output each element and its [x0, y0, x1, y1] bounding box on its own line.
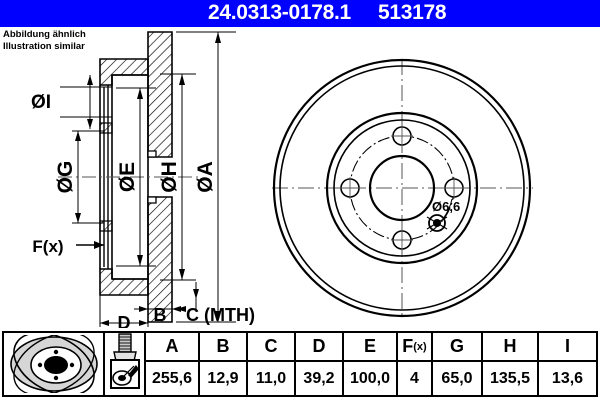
dimension-dia-g: ØG [54, 130, 104, 224]
table-column-fx: F(x) 4 [398, 333, 433, 395]
reference-number: 513178 [378, 1, 447, 24]
face-view: Ø6,6 [272, 58, 533, 318]
label-dim-c: C (MTH) [186, 305, 255, 325]
hole-callout-6-6: Ø6,6 [426, 198, 460, 232]
label-dim-b: B [154, 305, 167, 325]
label-dia-g: ØG [54, 161, 77, 194]
table-column-h: H 135,5 [483, 333, 539, 395]
column-value: 13,6 [551, 369, 584, 387]
dimension-d: D [99, 295, 149, 328]
column-value: 255,6 [151, 369, 193, 387]
column-header: D [296, 333, 342, 362]
column-value: 39,2 [303, 369, 335, 387]
part-number: 24.0313-0178.1 [208, 1, 351, 24]
table-column-d: D 39,2 [296, 333, 344, 395]
bolt-hole [443, 177, 465, 199]
label-dia-e: ØE [116, 162, 139, 192]
bolt-holes [339, 125, 465, 251]
column-header-subscript: (x) [413, 340, 427, 353]
disclaimer-line-german: Abbildung ähnlich [3, 29, 86, 40]
table-column-e: E 100,0 [344, 333, 398, 395]
disclaimer-line-english: Illustration similar [3, 40, 85, 52]
callout-f-x: F(x) [32, 237, 104, 256]
table-column-i: I 13,6 [539, 333, 596, 395]
cross-section-view: ØI ØG F(x) [31, 31, 255, 328]
dimension-dia-h: ØH [158, 73, 196, 281]
disc-tool-icon [110, 359, 140, 389]
label-f-x: F(x) [32, 237, 63, 256]
label-dia-i: ØI [31, 92, 51, 113]
label-dia-a: ØA [194, 161, 217, 193]
specification-table: A 255,6 B 12,9 C 11,0 D 39,2 E 100,0 F(x… [2, 331, 598, 397]
technical-drawing-svg: ØI ØG F(x) [31, 31, 533, 328]
brake-disc-icon [10, 335, 98, 393]
column-header: G [433, 333, 481, 362]
column-header: H [483, 333, 537, 362]
table-column-c: C 11,0 [248, 333, 296, 395]
column-value: 135,5 [489, 369, 531, 387]
hat-outer-circle [325, 111, 479, 265]
column-value: 12,9 [207, 369, 239, 387]
bolt-hole [391, 125, 413, 147]
disclaimer-text: Abbildung ähnlich Illustration similar [3, 29, 86, 52]
column-header-fx: F(x) [398, 333, 431, 362]
column-value: 65,0 [441, 369, 473, 387]
label-hole-diameter: Ø6,6 [432, 199, 460, 214]
center-bore-circle [368, 154, 436, 222]
column-value: 11,0 [255, 369, 287, 387]
hat-inner-circle [333, 119, 471, 257]
header-banner: 24.0313-0178.1 513178 [0, 0, 600, 27]
column-header: F [402, 336, 414, 356]
column-header: B [200, 333, 246, 362]
bolt-and-tool-icon-cell [105, 333, 146, 395]
column-header: C [248, 333, 294, 362]
table-column-a: A 255,6 [146, 333, 200, 395]
column-value: 4 [410, 369, 419, 387]
disc-outer-inner-edge [279, 65, 525, 311]
column-value: 100,0 [349, 369, 391, 387]
dimension-b: B [134, 295, 186, 325]
dimension-dia-e: ØE [116, 87, 156, 267]
table-column-g: G 65,0 [433, 333, 483, 395]
drawing-area: ØI ØG F(x) [0, 27, 600, 328]
brake-disc-icon-cell [4, 333, 105, 395]
dimension-c-mth: C (MTH) [176, 282, 255, 325]
label-dim-d: D [118, 313, 131, 328]
column-header: E [344, 333, 396, 362]
dimension-dia-a: ØA [176, 31, 236, 323]
column-header: I [539, 333, 596, 362]
label-dia-h: ØH [158, 161, 181, 193]
disc-outer-circle [272, 58, 532, 318]
column-header: A [146, 333, 198, 362]
dimension-dia-i: ØI [31, 75, 112, 129]
bolt-hole [339, 177, 361, 199]
table-column-b: B 12,9 [200, 333, 248, 395]
bolt-hole [391, 229, 413, 251]
